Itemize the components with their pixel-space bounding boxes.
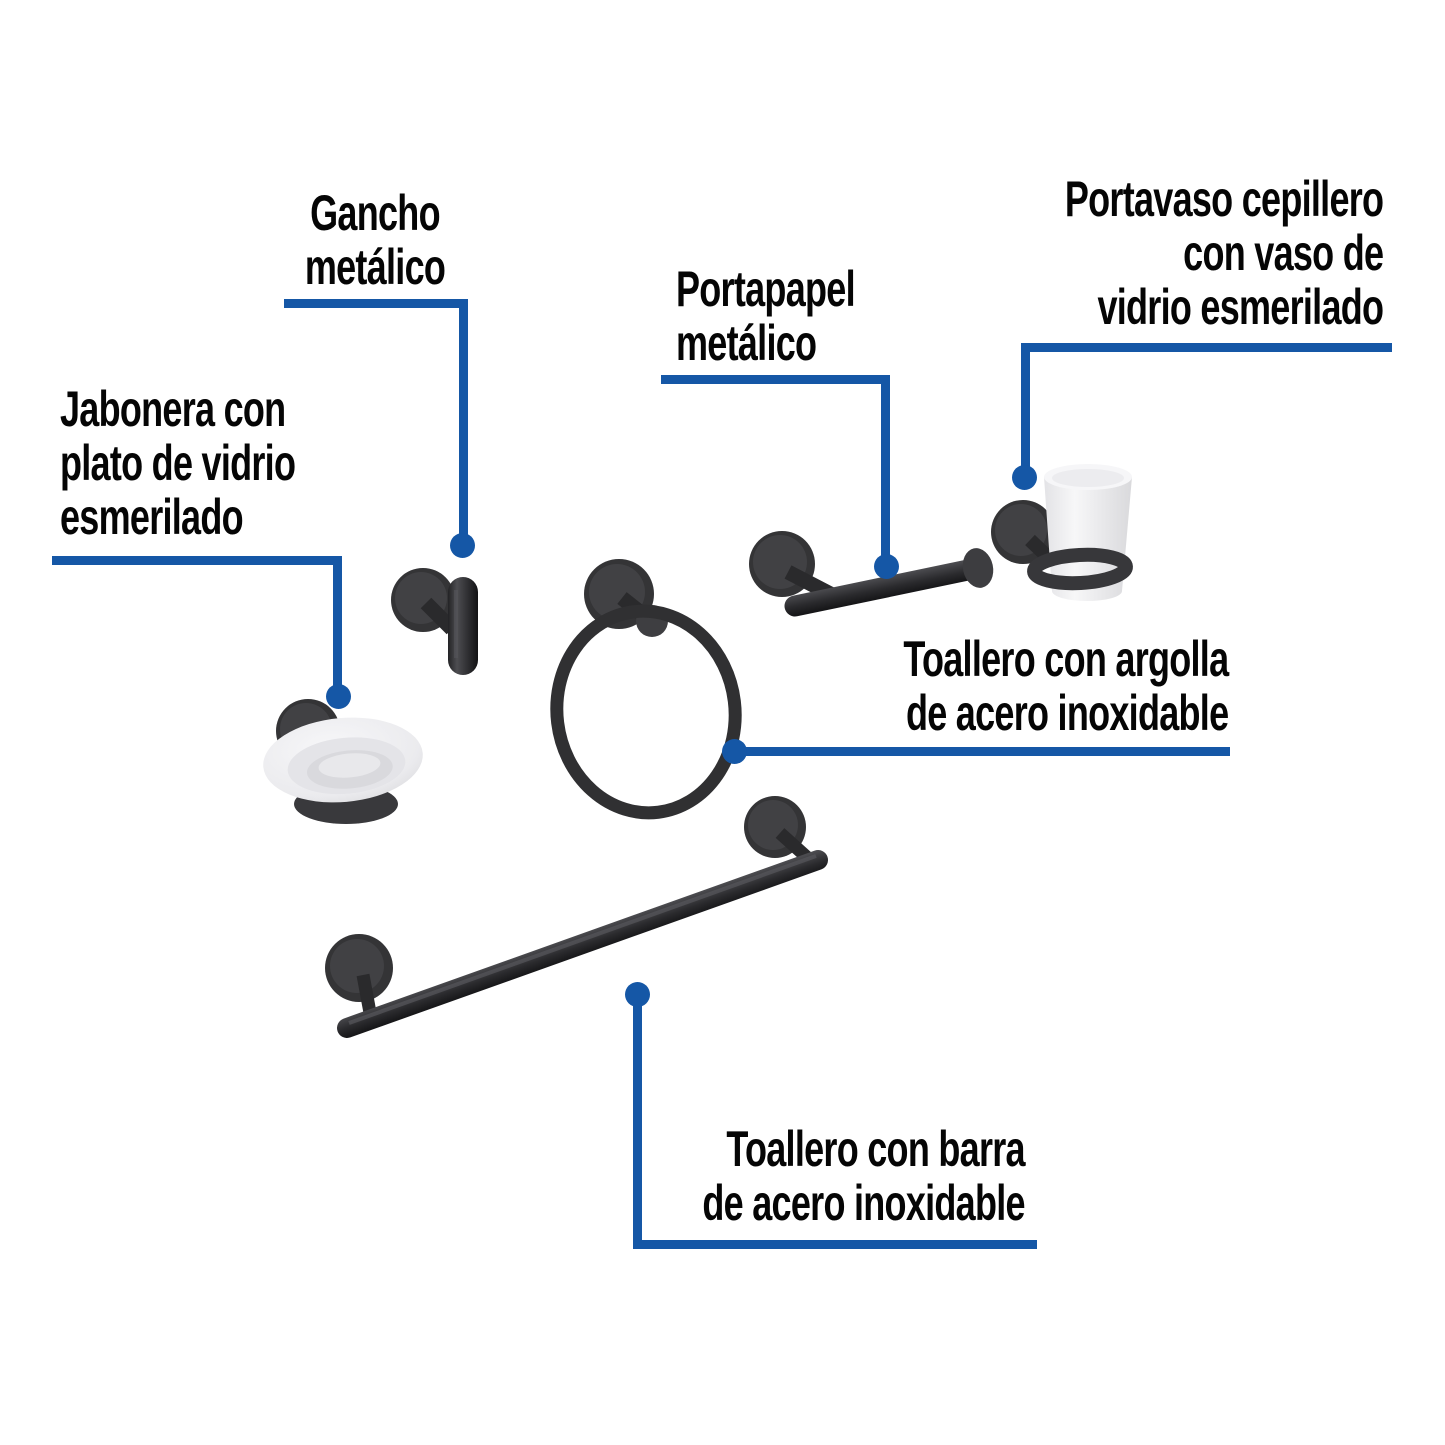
toallero-argolla-product bbox=[550, 559, 742, 820]
toallero-barra-label-line-2: de acero inoxidable bbox=[702, 1175, 1026, 1231]
gancho-leader-line-h bbox=[284, 298, 467, 308]
portapapel-product bbox=[749, 531, 994, 617]
portapapel-label-line-2: metálico bbox=[676, 315, 817, 371]
portavaso-label-line-1: Portavaso cepillero bbox=[1064, 171, 1384, 227]
portavaso-product bbox=[991, 464, 1133, 601]
gancho-label-line-2: metálico bbox=[304, 239, 446, 295]
portavaso-label: Portavaso cepillero con vaso de vidrio e… bbox=[1064, 171, 1384, 335]
jabonera-label-line-2: plato de vidrio bbox=[60, 435, 296, 491]
jabonera-label-line-3: esmerilado bbox=[60, 489, 244, 545]
jabonera-leader-dot bbox=[325, 683, 351, 709]
jabonera-product bbox=[263, 699, 423, 824]
portapapel-leader-dot bbox=[873, 553, 899, 579]
toallero-barra-leader-line-v bbox=[632, 994, 642, 1248]
toallero-argolla-label: Toallero con argolla de acero inoxidable bbox=[902, 631, 1229, 741]
portavaso-leader-line-v bbox=[1020, 343, 1030, 477]
portapapel-leader-line-h bbox=[661, 374, 889, 384]
portapapel-label: Portapapel metálico bbox=[676, 261, 856, 371]
toallero-argolla-leader-line-h bbox=[733, 746, 1230, 756]
jabonera-label-line-1: Jabonera con bbox=[60, 381, 286, 437]
jabonera-leader-line-h bbox=[52, 555, 341, 565]
gancho-leader-line-v bbox=[458, 299, 468, 544]
portavaso-leader-dot bbox=[1011, 464, 1037, 490]
jabonera-label: Jabonera con plato de vidrio esmerilado bbox=[60, 381, 296, 545]
toallero-barra-label-line-1: Toallero con barra bbox=[726, 1121, 1026, 1177]
portavaso-leader-line-h bbox=[1021, 342, 1392, 352]
portavaso-label-line-3: vidrio esmerilado bbox=[1097, 279, 1384, 335]
gancho-leader-dot bbox=[449, 532, 475, 558]
gancho-label: Gancho metálico bbox=[271, 186, 480, 294]
jabonera-leader-line-v bbox=[332, 556, 342, 696]
toallero-argolla-label-line-2: de acero inoxidable bbox=[905, 685, 1229, 741]
toallero-barra-leader-line-h bbox=[633, 1239, 1037, 1249]
toallero-barra-product bbox=[325, 796, 828, 1038]
gancho-label-line-1: Gancho bbox=[310, 185, 440, 241]
portapapel-leader-line-v bbox=[880, 375, 890, 566]
portapapel-label-line-1: Portapapel bbox=[676, 261, 856, 317]
toallero-argolla-label-line-1: Toallero con argolla bbox=[902, 631, 1229, 687]
gancho-product bbox=[391, 568, 478, 675]
toallero-barra-label: Toallero con barra de acero inoxidable bbox=[702, 1121, 1026, 1231]
portavaso-label-line-2: con vaso de bbox=[1182, 225, 1384, 281]
toallero-barra-leader-dot bbox=[624, 981, 650, 1007]
toallero-argolla-leader-dot bbox=[721, 738, 747, 764]
